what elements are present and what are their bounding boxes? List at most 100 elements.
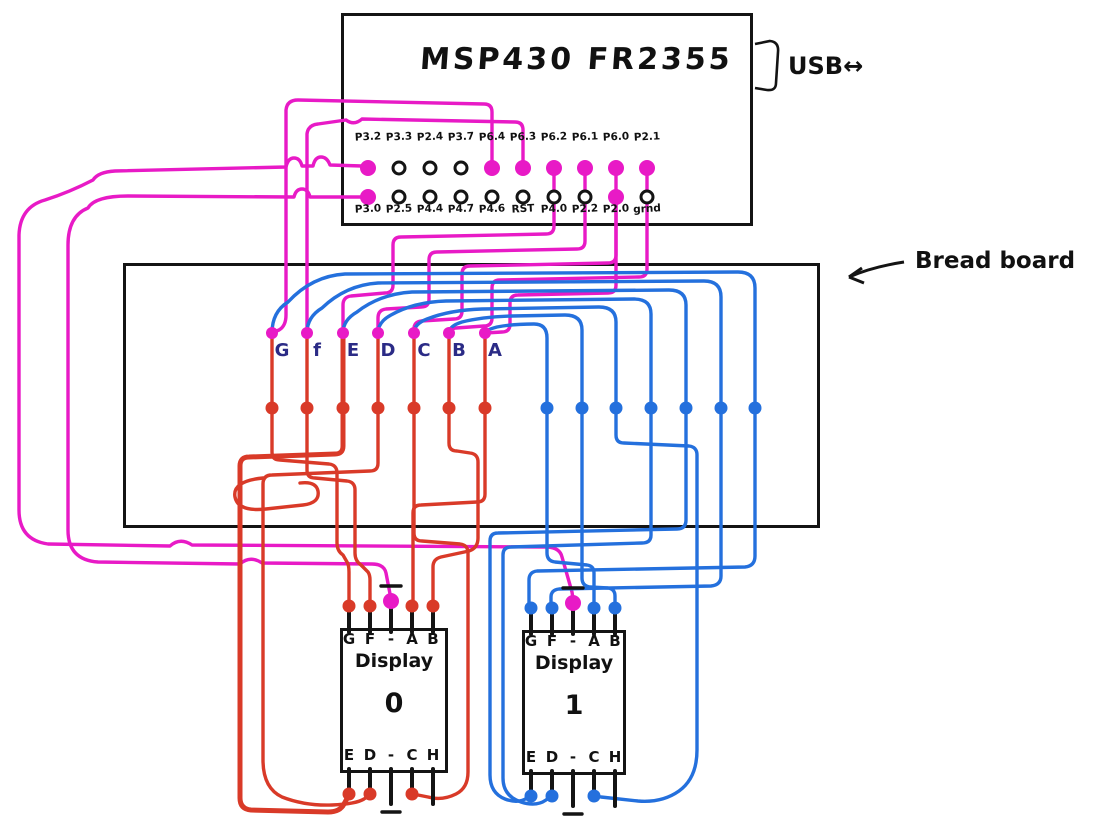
mcu-pin-dot (639, 189, 655, 205)
mcu-pin-label: P6.0 (602, 130, 630, 144)
mcu-pin-dot (577, 189, 593, 205)
display-pin-label: G (342, 630, 356, 648)
display-pin-label: E (525, 748, 537, 766)
display0-wires (233, 330, 487, 815)
mcu-pin-dot (391, 189, 407, 205)
display0-number: 0 (384, 688, 404, 719)
mcu-pin-dot (608, 160, 624, 176)
mcu-pin-dot (453, 189, 469, 205)
segment-letter: C (417, 340, 431, 361)
display1-tie-dot (748, 401, 762, 415)
mcu-title: MSP430 FR2355 (418, 42, 734, 77)
display0-tie-dot (300, 401, 314, 415)
mcu-pin-dot (608, 189, 624, 205)
mcu-pin-label: P3.3 (385, 130, 413, 144)
display-pin-label: C (588, 748, 600, 766)
display1-tie-dot (575, 401, 589, 415)
display1-tie-dot (644, 401, 658, 415)
display1-wires (270, 270, 757, 806)
segment-letter: A (488, 340, 502, 361)
display-pin-label: C (406, 746, 418, 764)
display0-tie-dot (442, 401, 456, 415)
display-pin-dot (587, 789, 601, 803)
display-pin-label: - (387, 746, 395, 764)
mcu-pin-dot (360, 189, 376, 205)
segment-letter: E (346, 340, 360, 361)
mcu-pin-label: P6.4 (478, 130, 506, 144)
mcu-pin-label: P2.1 (633, 130, 661, 144)
display-pin-label: B (609, 632, 621, 650)
display-pin-label: H (426, 746, 440, 764)
display-pin-dot (524, 601, 538, 615)
mcu-pin-label: P3.7 (447, 130, 475, 144)
segment-letter: G (274, 340, 290, 361)
display-pin-dot (342, 599, 356, 613)
display-pin-dot (608, 601, 622, 615)
display1-tie-dot (609, 401, 623, 415)
mcu-pin-label: P4.7 (447, 202, 475, 216)
display-pin-label: A (406, 630, 418, 648)
mcu-pin-dot (484, 189, 500, 205)
mcu-pin-label: P2.5 (385, 202, 413, 216)
display-pin-dot (587, 601, 601, 615)
display-pin-dot (545, 601, 559, 615)
mcu-pin-label: P3.0 (354, 202, 382, 216)
mcu-pin-dot (422, 160, 438, 176)
display0-tie-dot (371, 401, 385, 415)
breadboard-arrow-icon (848, 260, 905, 285)
display-pin-label: E (343, 746, 355, 764)
mcu-pin-label: P2.2 (571, 202, 599, 216)
display-pin-label: D (545, 748, 559, 766)
display-pin-dot (405, 599, 419, 613)
segment-tie-dot (372, 327, 384, 339)
display-pin-dot (342, 787, 356, 801)
usb-label: USB↔ (788, 52, 864, 80)
usb-arrow-icon: ↔ (843, 52, 864, 80)
segment-letter: D (380, 340, 396, 361)
mcu-pin-label: P4.0 (540, 202, 568, 216)
display-pin-label: - (387, 630, 395, 648)
mcu-pin-dot (577, 160, 593, 176)
display-pin-label: B (427, 630, 439, 648)
display-pin-label: H (608, 748, 622, 766)
display-pin-label: - (569, 748, 577, 766)
mcu-pin-label: grnd (632, 202, 662, 216)
mcu-pin-label: P4.6 (478, 202, 506, 216)
mcu-pin-dot (546, 189, 562, 205)
mcu-pin-dot (546, 160, 562, 176)
segment-tie-dot (479, 327, 491, 339)
mcu-pin-label: P4.4 (416, 202, 444, 216)
display1-outline (522, 630, 626, 775)
display0-tie-dot (265, 401, 279, 415)
breadboard-label: Bread board (915, 248, 1076, 274)
display1-number: 1 (564, 690, 584, 721)
display1-tie-dot (714, 401, 728, 415)
segment-letter: f (313, 340, 321, 361)
display1-name: Display (534, 652, 614, 674)
usb-connector-icon (754, 39, 780, 92)
segment-tie-dot (301, 327, 313, 339)
segment-tie-dot (443, 327, 455, 339)
display1-tie-dot (540, 401, 554, 415)
segment-tie-dot (266, 327, 278, 339)
mcu-pin-label: P2.4 (416, 130, 444, 144)
display-pin-dot (426, 599, 440, 613)
display0-tie-dot (336, 401, 350, 415)
mcu-pin-dot (515, 189, 531, 205)
mcu-pin-dot (639, 160, 655, 176)
display-common-dot (383, 593, 399, 609)
display0-tie-dot (478, 401, 492, 415)
mcu-pin-dot (484, 160, 500, 176)
display-pin-label: D (363, 746, 377, 764)
display-pin-label: F (364, 630, 376, 648)
display-pin-label: - (569, 632, 577, 650)
display-pin-dot (363, 599, 377, 613)
display0-tie-dot (407, 401, 421, 415)
display-pin-dot (363, 787, 377, 801)
mcu-pin-label: P6.1 (571, 130, 599, 144)
mcu-pin-dot (360, 160, 376, 176)
mcu-pin-label: P6.2 (540, 130, 568, 144)
mcu-wires (17, 98, 649, 601)
